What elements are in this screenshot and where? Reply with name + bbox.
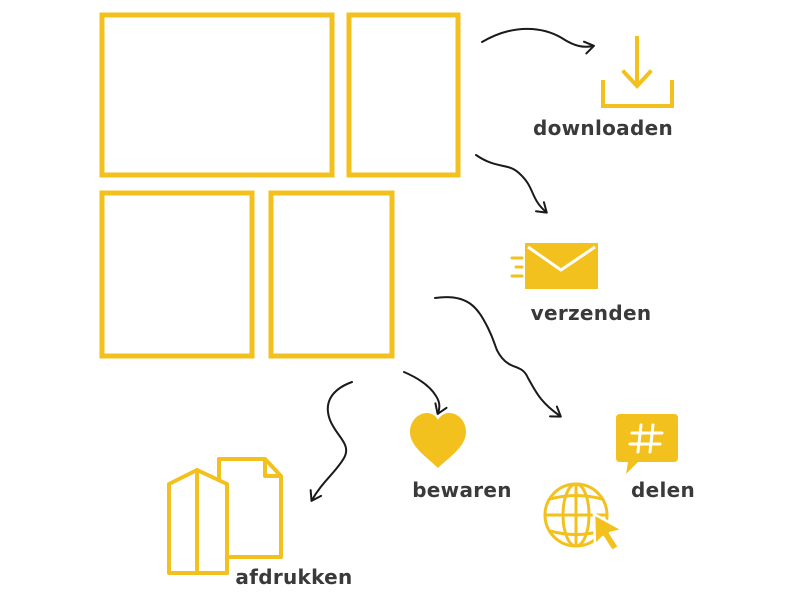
arrow-to-save [403,371,448,415]
photo-frame-bottom-right [268,190,395,359]
arrows [309,27,595,502]
photo-frames [99,12,461,359]
photo-frame-tall-right [346,12,461,178]
photo-frame-large [99,12,335,178]
cursor-icon [592,512,625,553]
print-label: afdrukken [235,565,352,589]
download-tray-icon [601,36,674,108]
arrow-to-share [434,296,562,418]
save-label: bewaren [412,478,512,502]
download-label: downloaden [533,116,673,140]
hashtag-speech-bubble-icon [616,414,678,474]
arrow-to-print [309,381,353,502]
folded-pages-icon [167,457,283,575]
arrow-to-download [481,27,595,55]
heart-icon [410,413,466,468]
arrow-to-send [475,154,548,214]
envelope-speed-icon [510,243,598,289]
share-label: delen [631,478,695,502]
globe-cursor-icon [543,482,625,553]
photo-frame-bottom-left [99,190,255,359]
send-label: verzenden [531,301,652,325]
